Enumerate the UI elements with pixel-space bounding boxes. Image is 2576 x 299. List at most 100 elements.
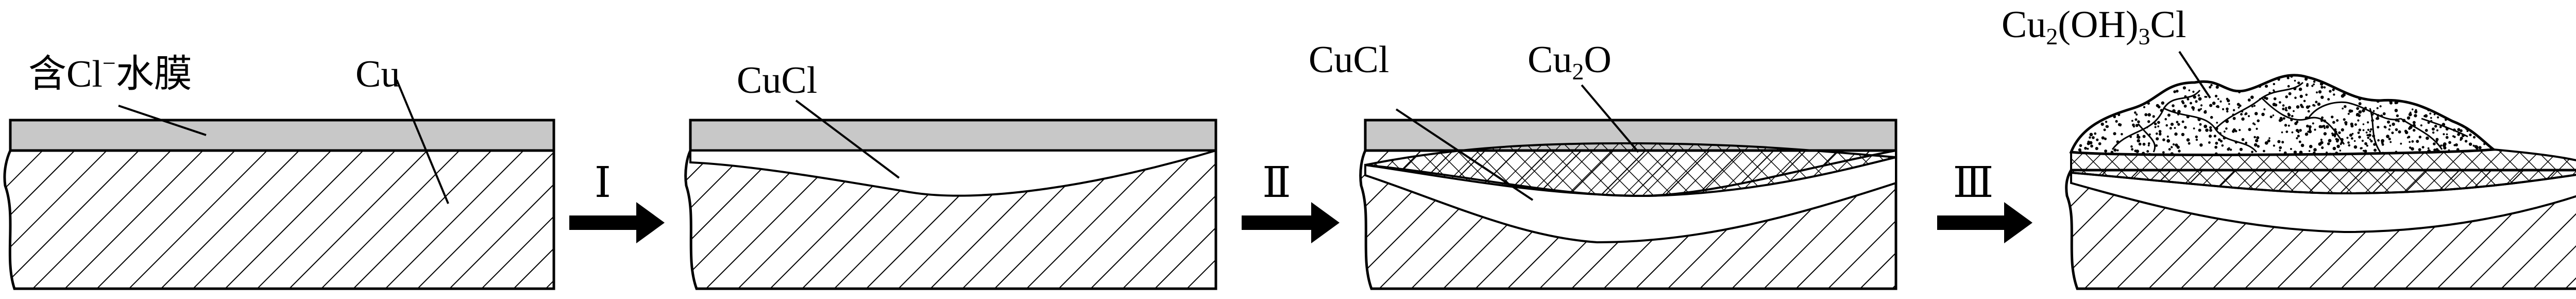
patina-speck (2411, 108, 2414, 110)
patina-speck (2421, 76, 2425, 80)
patina-speck (2136, 150, 2139, 153)
panel-3 (1359, 84, 1897, 290)
label-cu: Cu (355, 53, 400, 95)
patina-speck (2084, 146, 2087, 150)
patina-speck (2447, 86, 2451, 89)
patina-speck (2357, 119, 2360, 122)
patina-speck (2419, 78, 2423, 82)
patina-cracks (2111, 81, 2468, 153)
patina-speck (2170, 152, 2174, 155)
panel-2 (684, 99, 1217, 290)
patina-speck (2327, 77, 2330, 81)
patina-speck (2157, 75, 2159, 78)
patina-speck (2281, 71, 2284, 74)
patina-speck (2460, 139, 2462, 141)
patina-speck (2071, 141, 2074, 145)
patina-speck (2306, 84, 2309, 87)
patina-speck (2332, 75, 2335, 78)
patina-speck (2155, 144, 2158, 147)
patina-speck (2245, 112, 2248, 115)
patina-speck (2344, 105, 2347, 108)
patina-speck (2078, 90, 2081, 93)
patina-speck (2370, 128, 2372, 131)
patina-speck (2245, 141, 2248, 144)
patina-speck (2147, 144, 2150, 146)
patina-speck (2332, 146, 2336, 151)
patina-speck (2480, 129, 2483, 132)
patina-speck (2195, 100, 2198, 103)
patina-speck (2353, 140, 2356, 142)
patina-speck (2472, 75, 2475, 77)
patina-speck (2313, 83, 2315, 86)
patina-speck (2239, 147, 2243, 151)
patina-speck (2113, 132, 2116, 136)
patina-speck (2394, 77, 2396, 80)
patina-speck (2101, 136, 2105, 140)
patina-speck (2336, 144, 2340, 148)
patina-speck (2142, 142, 2146, 146)
patina-speck (2120, 90, 2123, 93)
patina-speck (2154, 75, 2157, 76)
patina-speck (2117, 81, 2121, 85)
patina-speck (2452, 110, 2455, 113)
patina-speck (2376, 117, 2380, 120)
patina-speck (2217, 138, 2221, 141)
patina-speck (2227, 147, 2230, 151)
patina-speck (2091, 93, 2094, 96)
patina-speck (2190, 102, 2192, 105)
step-arrow-2 (1242, 202, 1340, 243)
patina-speck (2120, 99, 2123, 102)
patina-speck (2414, 110, 2418, 114)
patina-speck (2228, 80, 2231, 84)
patina-speck (2177, 123, 2180, 126)
patina-speck (2299, 151, 2303, 155)
patina-speck (2415, 109, 2417, 111)
patina-speck (2434, 125, 2437, 128)
patina-speck (2437, 116, 2439, 119)
patina-speck (2199, 75, 2203, 79)
patina-speck (2312, 104, 2315, 107)
patina-speck (2104, 108, 2107, 110)
patina-speck (2078, 118, 2081, 122)
patina-speck (2308, 150, 2311, 152)
patina-speck (2485, 88, 2487, 91)
patina-speck (2253, 136, 2256, 139)
patina-speck (2342, 93, 2346, 97)
patina-speck (2082, 122, 2085, 124)
patina-speck (2335, 152, 2338, 155)
patina-speck (2195, 135, 2198, 139)
patina-speck (2086, 107, 2089, 110)
patina-speck (2353, 145, 2358, 149)
patina-speck (2457, 75, 2461, 79)
patina-speck (2193, 77, 2196, 80)
patina-speck (2181, 132, 2185, 137)
patina-speck (2457, 132, 2460, 136)
patina-speck (2253, 143, 2258, 147)
patina-speck (2429, 83, 2432, 87)
patina-speck (2414, 75, 2417, 78)
patina-speck (2441, 80, 2443, 84)
patina-speck (2203, 72, 2205, 74)
patina-speck (2411, 81, 2414, 84)
patina-speck (2282, 107, 2285, 110)
patina-speck (2115, 75, 2119, 77)
patina-speck (2122, 77, 2124, 79)
patina-speck (2409, 79, 2413, 83)
patina-speck (2306, 124, 2309, 128)
patina-speck (2329, 90, 2332, 93)
patina-speck (2356, 107, 2359, 110)
patina-speck (2414, 95, 2417, 99)
patina-speck (2313, 148, 2317, 152)
patina-speck (2132, 123, 2135, 127)
patina-speck (2468, 142, 2472, 146)
patina-speck (2169, 127, 2172, 130)
patina-speck (2242, 86, 2245, 88)
step-label-2: Ⅱ (1262, 158, 1291, 207)
patina-speck (2466, 130, 2469, 132)
patina-speck (2116, 86, 2119, 89)
patina-speck (2140, 77, 2143, 79)
label-cucl-1: CuCl (737, 59, 817, 102)
patina-speck (2153, 91, 2156, 94)
patina-speck (2350, 76, 2353, 79)
patina-speck (2478, 146, 2482, 150)
